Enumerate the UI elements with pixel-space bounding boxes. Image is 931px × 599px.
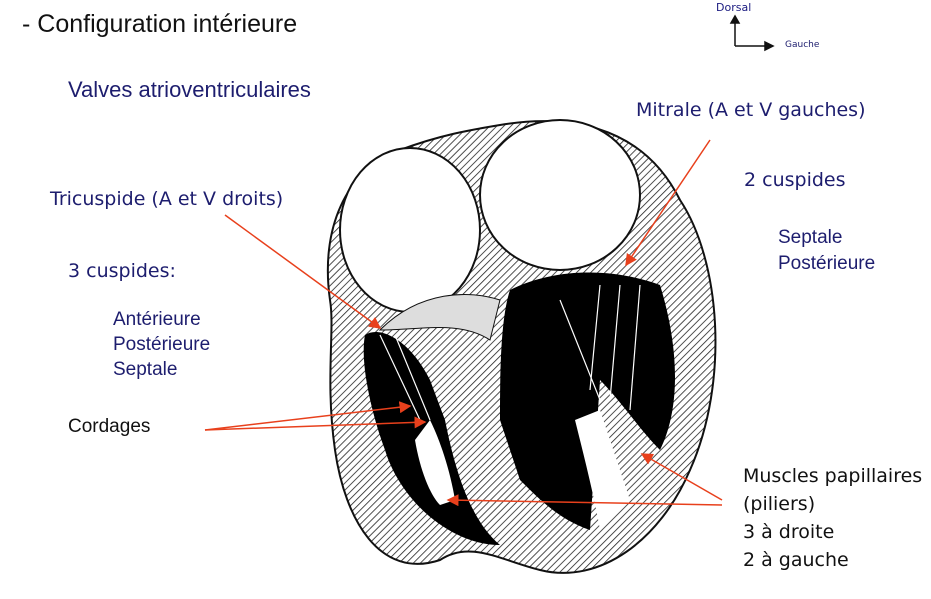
papillary-right [415, 420, 455, 505]
cordages-label: Cordages [68, 416, 151, 437]
orientation-dorsal: Dorsal [716, 1, 752, 14]
cusp-posterieure: Postérieure [778, 253, 876, 274]
orientation-gauche: Gauche [785, 40, 820, 50]
right-ventricle-valve [378, 293, 501, 341]
cusp-septale: Septale [113, 359, 178, 380]
cusp-septale: Septale [778, 227, 843, 248]
cusp-anterieure: Antérieure [113, 309, 201, 330]
mitrale-label: Mitrale (A et V gauches) [636, 99, 866, 121]
page-title: - Configuration intérieure [22, 10, 298, 38]
tricuspide-count: 3 cuspides: [68, 260, 176, 282]
left-ventricle [500, 272, 675, 530]
mitrale-count: 2 cuspides [744, 169, 846, 191]
mitrale-cusps: Septale Postérieure [778, 225, 875, 277]
muscles-label: Muscles papillaires (piliers) 3 à droite… [743, 462, 922, 574]
tricuspide-label: Tricuspide (A et V droits) [50, 188, 284, 210]
muscles-line: 3 à droite [743, 521, 835, 543]
subtitle: Valves atrioventriculaires [68, 77, 311, 102]
papillary-left [575, 410, 630, 530]
muscles-line: Muscles papillaires [743, 465, 923, 487]
annotation-arrows [204, 139, 723, 507]
arrow-muscles-1 [640, 453, 723, 501]
arrow-cordages-2 [204, 416, 427, 431]
chordae [379, 284, 641, 421]
muscles-line: (piliers) [743, 493, 816, 515]
muscles-line: 2 à gauche [743, 549, 849, 571]
orientation-axes [729, 14, 775, 52]
arrow-cordages-1 [204, 401, 412, 431]
arrow-muscles-2 [446, 494, 723, 507]
arrow-mitrale [625, 139, 711, 267]
tricuspide-cusps: Antérieure Postérieure Septale [113, 307, 210, 382]
arrow-tricuspide [224, 214, 382, 329]
cusp-posterieure: Postérieure [113, 334, 211, 355]
left-atrium [479, 119, 641, 271]
right-atrium [339, 147, 481, 313]
